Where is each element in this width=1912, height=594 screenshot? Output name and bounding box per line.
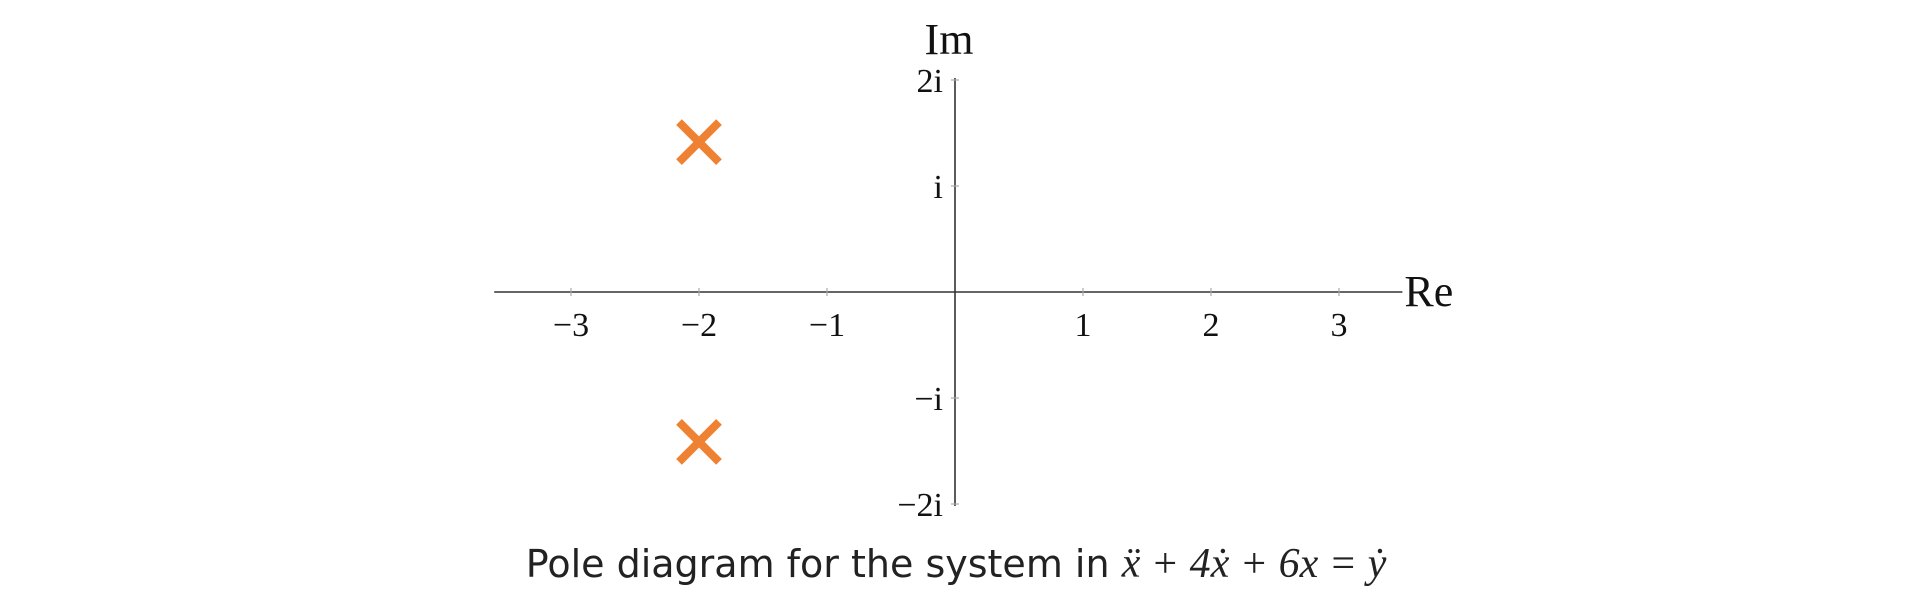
x-tick-label: −2 bbox=[681, 307, 717, 344]
axes bbox=[494, 78, 1403, 506]
x-axis-label: Re bbox=[1404, 267, 1453, 316]
y-axis-label: Im bbox=[925, 15, 974, 64]
tick-labels: −3 −2 −1 1 2 3 2i i −i −2i bbox=[553, 63, 1348, 524]
ticks bbox=[570, 79, 1340, 505]
x-tick-label: 1 bbox=[1075, 307, 1092, 344]
poles bbox=[676, 119, 722, 465]
pole-marker-stroke bbox=[676, 119, 722, 165]
caption-text: Pole diagram for the system in bbox=[525, 542, 1122, 586]
x-tick-label: −1 bbox=[809, 307, 845, 344]
figure-caption: Pole diagram for the system in ẍ + 4ẋ + … bbox=[0, 540, 1912, 588]
pole-marker bbox=[676, 119, 722, 165]
x-tick-label: −3 bbox=[553, 307, 589, 344]
x-tick-label: 3 bbox=[1331, 307, 1348, 344]
x-tick-label: 2 bbox=[1203, 307, 1220, 344]
pole-marker-stroke bbox=[676, 419, 722, 465]
pole-marker bbox=[676, 419, 722, 465]
caption-equation: ẍ + 4ẋ + 6x = ẏ bbox=[1121, 541, 1387, 587]
y-tick-label: −i bbox=[914, 381, 943, 418]
y-tick-label: i bbox=[934, 169, 943, 206]
y-tick-label: −2i bbox=[897, 487, 943, 524]
y-tick-label: 2i bbox=[917, 63, 943, 100]
